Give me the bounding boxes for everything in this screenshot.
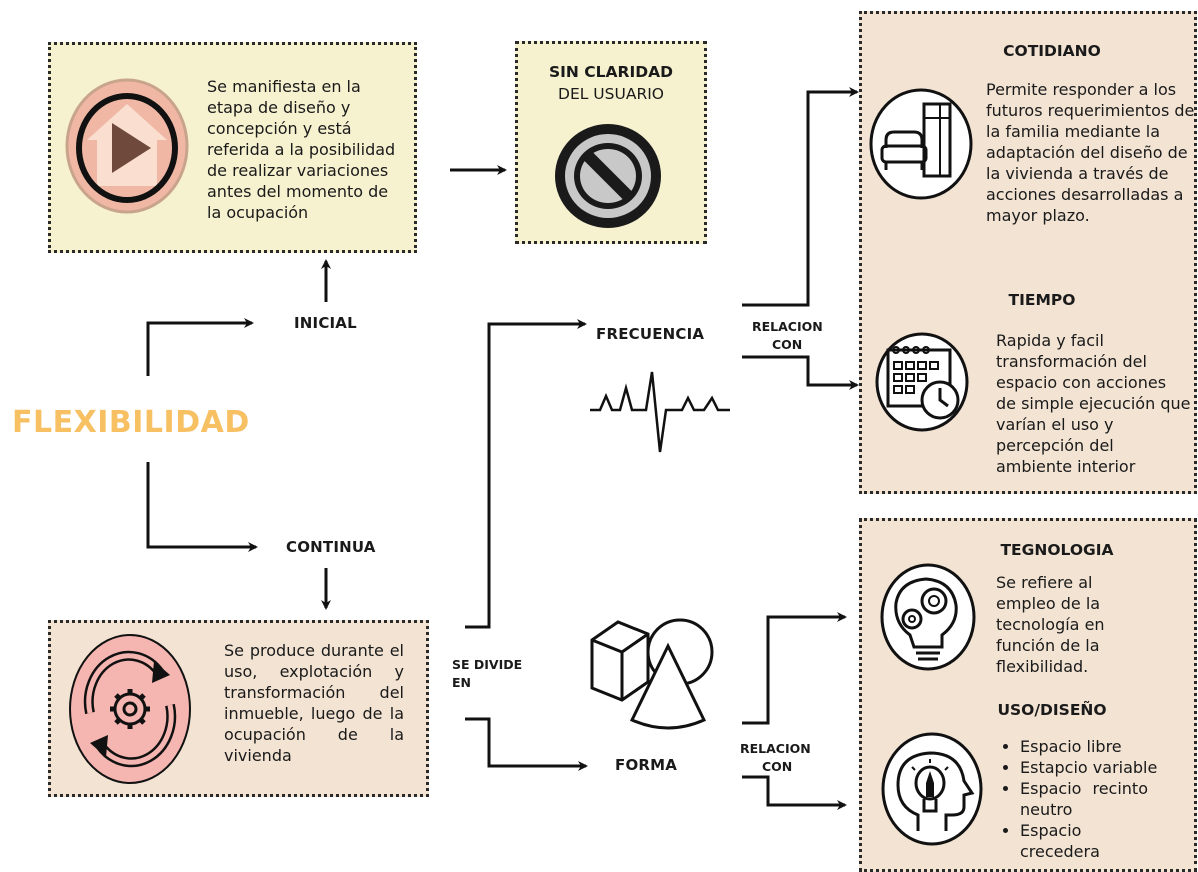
cotidiano-title: COTIDIANO — [1003, 42, 1101, 60]
tech-bulb-icon — [880, 563, 976, 675]
forma-label: FORMA — [615, 756, 678, 774]
inicial-description-box: Se manifiesta en la etapa de diseño y co… — [48, 42, 417, 253]
forma-detail-box: TEGNOLOGIA Se refiere al empleo de la te… — [859, 518, 1197, 872]
inicial-label: INICIAL — [294, 314, 357, 332]
calendar-clock-icon — [874, 332, 970, 436]
pulse-wave-icon — [590, 368, 730, 462]
continua-label: CONTINUA — [286, 538, 376, 556]
uso-diseno-item: Espacio libre — [1020, 736, 1170, 757]
continua-description-text: Se produce durante el uso, explotación y… — [224, 641, 404, 765]
uso-diseno-title: USO/DISEÑO — [997, 701, 1107, 719]
furniture-room-icon — [868, 88, 974, 204]
divide-label-line2: EN — [452, 675, 472, 690]
shapes-icon — [590, 612, 716, 744]
tiempo-title: TIEMPO — [1008, 291, 1076, 309]
cotidiano-text: Permite responder a los futuros requerim… — [986, 80, 1195, 225]
uso-diseno-item: Estapcio variable — [1020, 757, 1170, 778]
prohibited-icon — [552, 121, 664, 235]
frecuencia-label: FRECUENCIA — [596, 325, 705, 343]
gear-cycle-icon — [68, 633, 192, 789]
uso-diseno-item: Espacio crecedera — [1020, 820, 1110, 862]
divide-label-line1: SE DIVIDE — [452, 657, 523, 672]
tegnologia-title: TEGNOLOGIA — [1000, 541, 1114, 559]
sin-claridad-box: SIN CLARIDAD DEL USUARIO — [515, 41, 707, 244]
relacion-top-line2: CON — [772, 337, 803, 352]
sin-claridad-subtitle: DEL USUARIO — [558, 85, 664, 103]
sin-claridad-title: SIN CLARIDAD — [549, 63, 673, 81]
relacion-top-line1: RELACION — [752, 319, 823, 334]
idea-head-icon — [880, 731, 984, 851]
continua-description-box: Se produce durante el uso, explotación y… — [48, 620, 429, 797]
uso-diseno-item: Espacio recinto neutro — [1020, 778, 1148, 820]
main-title: FLEXIBILIDAD — [12, 405, 250, 440]
uso-diseno-list: Espacio libre Estapcio variable Espacio … — [1002, 736, 1170, 862]
frecuencia-detail-box: COTIDIANO Permite responder a los futuro… — [859, 11, 1197, 494]
relacion-bottom-line2: CON — [762, 759, 793, 774]
tegnologia-text: Se refiere al empleo de la tecnología en… — [996, 573, 1105, 676]
inicial-description-text: Se manifiesta en la etapa de diseño y co… — [207, 77, 396, 222]
relacion-bottom-line1: RELACION — [740, 741, 811, 756]
home-play-icon — [65, 78, 189, 218]
tiempo-text: Rapida y facil transformación del espaci… — [996, 331, 1191, 476]
